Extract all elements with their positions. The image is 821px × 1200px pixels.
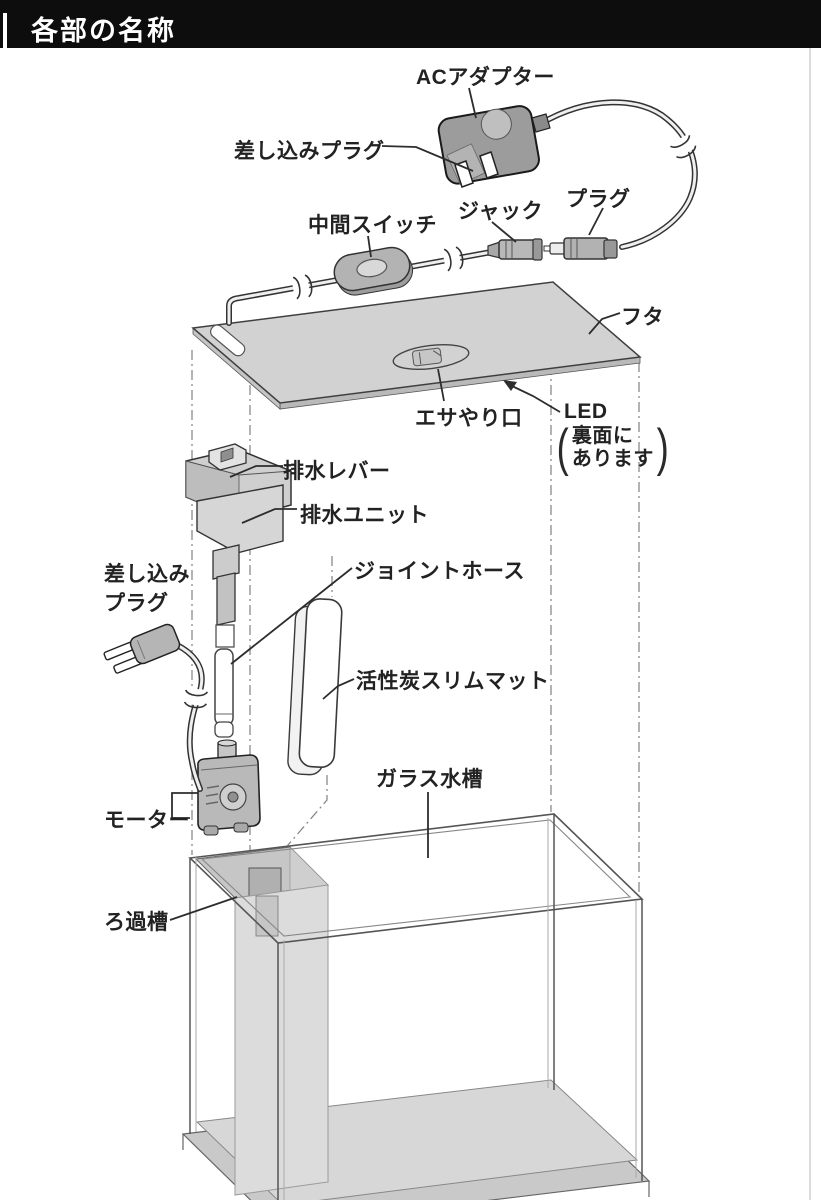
cable-break-icon [291,274,313,300]
label-plug-insert-bottom: 差し込み プラグ [104,563,190,615]
cable-break-icon [183,688,209,709]
label-middle-switch: 中間スイッチ [308,214,437,237]
label-joint-hose: ジョイントホース [354,560,525,583]
scan-edge-line [809,48,811,1200]
section-header: 各部の名称 [0,0,821,48]
label-filter-tank: ろ過槽 [104,911,169,934]
label-led-note: ( 裏面に あります ) [554,419,672,477]
led-note-open-paren: ( [556,419,570,477]
label-led: LED [564,400,608,423]
label-carbon-mat: 活性炭スリムマット [356,670,550,693]
dc-jack-shape [487,238,543,261]
joint-hose-shape [214,648,234,738]
motor-shape [197,739,261,836]
label-glass-tank: ガラス水槽 [376,768,484,791]
led-note-text: 裏面に あります [571,425,654,470]
adapter-prongs [454,151,499,188]
leader-lines [169,87,621,921]
filter-compartment-shape [194,846,330,1196]
motor-cord [174,642,205,792]
lid-shape [191,281,642,410]
cable-break-icon [442,246,464,272]
label-plug: プラグ [566,188,631,211]
label-lid: フタ [621,306,664,329]
ac-adapter-shape [437,105,551,188]
page-title: 各部の名称 [31,16,176,46]
label-plug-insert-top: 差し込みプラグ [234,140,385,163]
glass-tank-shape [181,813,651,1200]
cable-break-icon [670,134,697,159]
label-drain-lever: 排水レバー [283,460,391,483]
label-motor: モーター [104,809,190,832]
led-note-close-paren: ) [656,419,669,477]
led-arrowhead [503,380,517,391]
power-cord [537,99,698,250]
label-feeding-port: エサやり口 [415,407,523,430]
carbon-mat-shape [287,598,343,776]
label-ac-adapter: ACアダプター [416,66,555,89]
label-drain-unit: 排水ユニット [300,504,429,527]
wall-plug-shape [103,623,181,674]
drain-unit-shape [185,443,292,648]
lid-handle-cutout [210,324,246,357]
header-accent-line [3,13,7,48]
inline-switch-shape [333,246,414,296]
switch-cable [226,248,500,326]
feeding-port-shape [392,343,470,371]
label-jack: ジャック [458,200,543,223]
dc-plug-shape [543,237,618,260]
